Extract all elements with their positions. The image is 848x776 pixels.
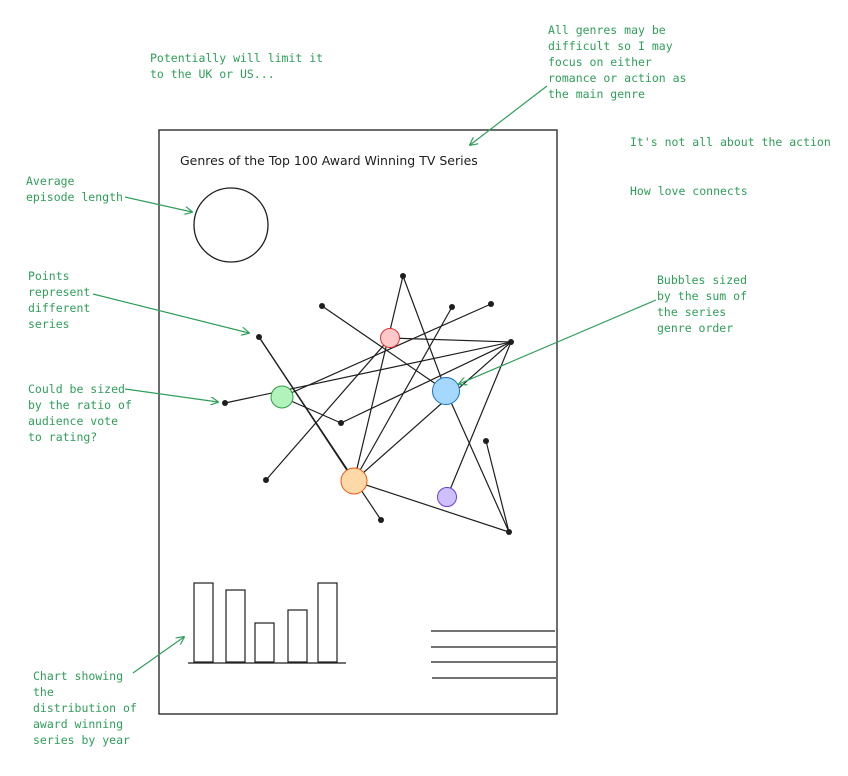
page-title: Genres of the Top 100 Award Winning TV S…	[180, 153, 478, 168]
arrow-points-series	[92, 293, 249, 333]
note-points-series: Points represent different series	[28, 269, 91, 331]
note-sizing-ratio: Could be sized by the ratio of audience …	[28, 382, 132, 444]
network-nodes	[222, 273, 514, 535]
bubble-green	[270, 385, 294, 409]
arrow-sizing-ratio	[124, 388, 218, 402]
arrow-bubbles-sized	[459, 299, 657, 384]
note-episode-length: Average episode length	[26, 174, 123, 204]
text-lines-sketch	[431, 630, 556, 679]
bar-chart-sketch	[188, 582, 346, 664]
bubble-orange	[340, 467, 368, 495]
bubble-purple	[437, 487, 457, 507]
note-genres: All genres may be difficult so I may foc…	[548, 23, 687, 101]
arrow-chart-distribution	[132, 637, 184, 674]
page-frame	[158, 129, 558, 715]
arrow-episode-length	[124, 196, 192, 212]
note-bubbles-sized: Bubbles sized by the sum of the series g…	[657, 273, 748, 335]
note-chart-distribution: Chart showing the distribution of award …	[33, 669, 137, 747]
annotation-arrows	[92, 85, 657, 674]
bubble-red	[380, 328, 400, 348]
episode-length-circle	[193, 187, 269, 263]
bubble-blue	[432, 377, 460, 405]
network-edges	[224, 275, 512, 533]
note-tagline-1: It's not all about the action	[630, 135, 831, 149]
note-limit-region: Potentially will limit it to the UK or U…	[150, 51, 324, 81]
arrow-genres-note	[470, 85, 548, 145]
note-tagline-2: How love connects	[630, 184, 748, 198]
